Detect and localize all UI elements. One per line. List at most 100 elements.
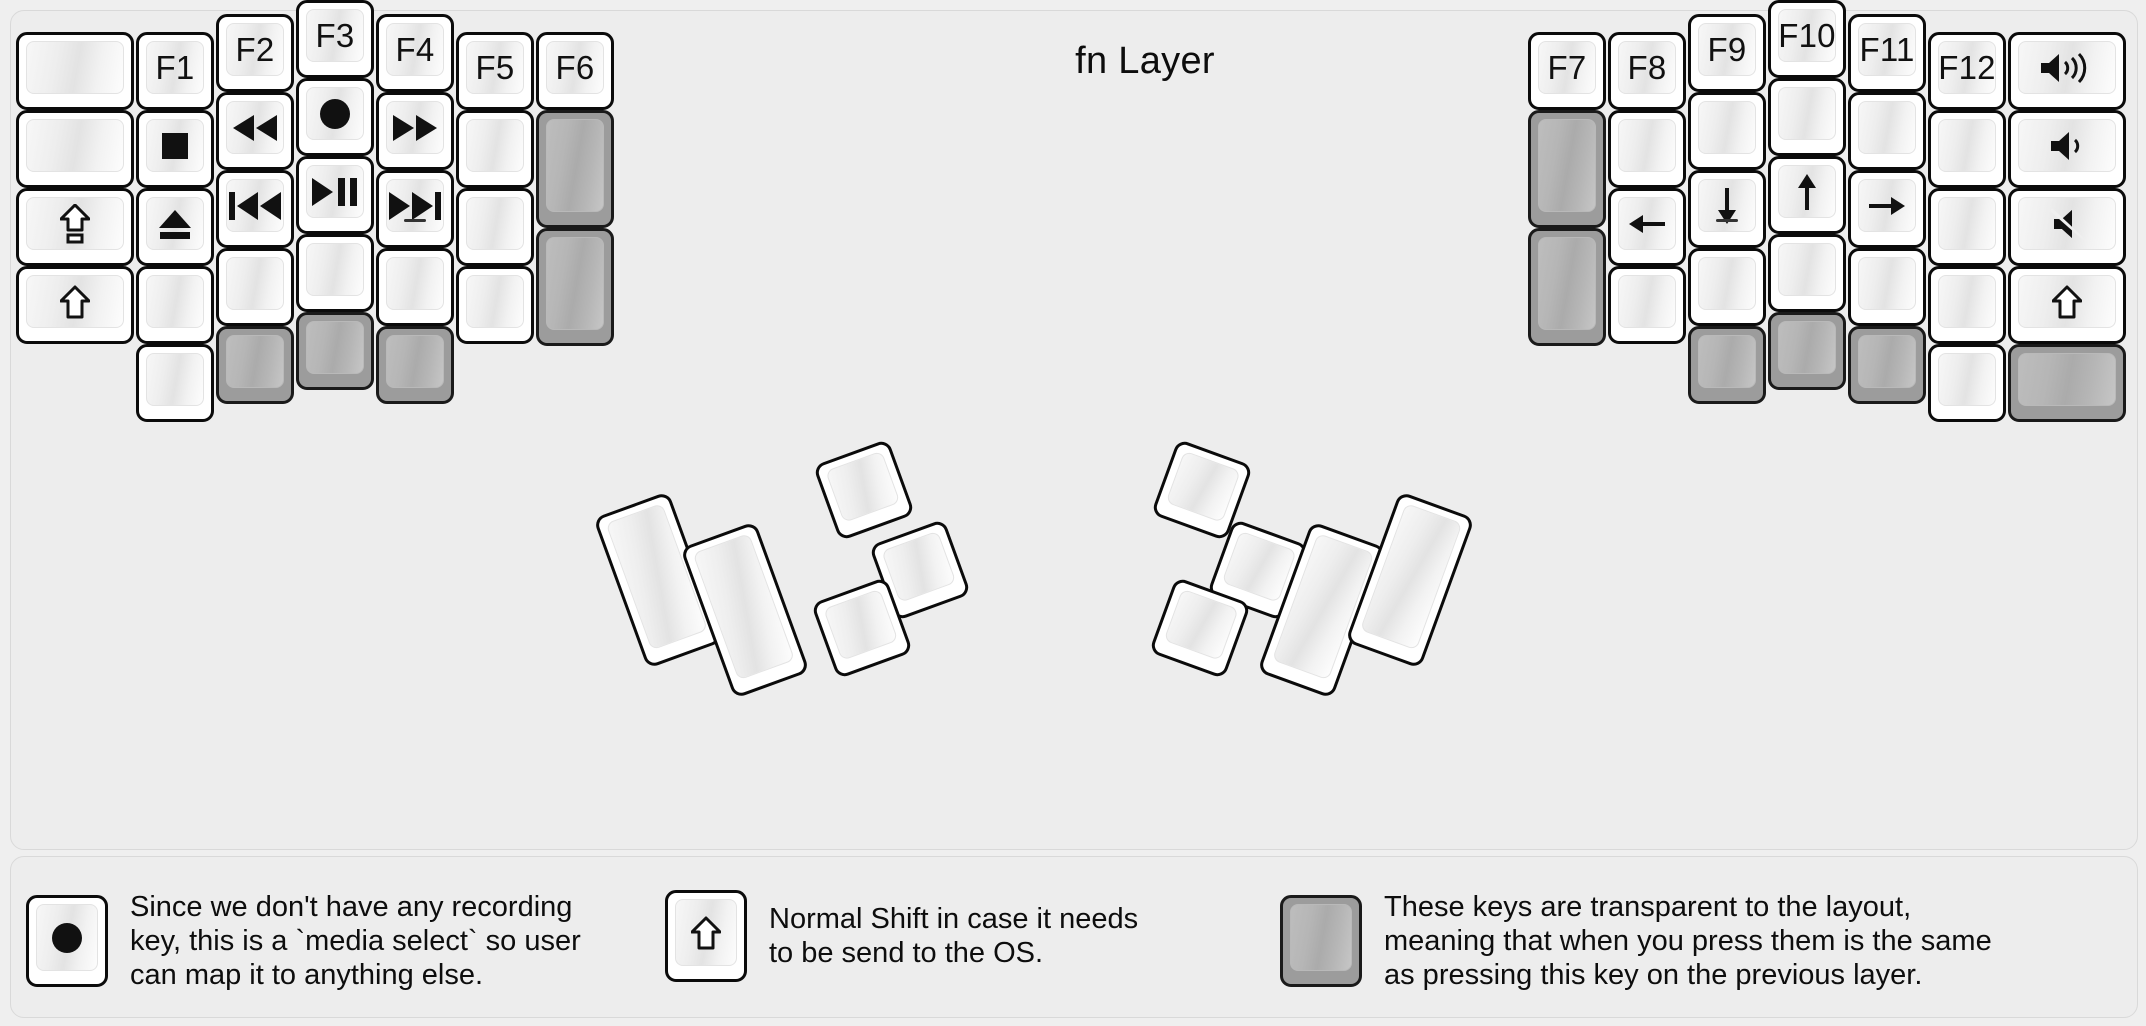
left-key-pinky-1[interactable]: F1	[136, 32, 214, 110]
left-key-pinky-4[interactable]	[136, 266, 214, 344]
left-key-index-3[interactable]	[376, 170, 454, 248]
left-key-index-5[interactable]	[376, 326, 454, 404]
keycap-face	[675, 899, 737, 966]
right-key-ring-5[interactable]	[1848, 326, 1926, 404]
legend-key-1[interactable]	[26, 895, 108, 988]
left-key-ring-3[interactable]	[216, 170, 294, 248]
right-key-ring-4[interactable]	[1848, 248, 1926, 326]
right-key-index-inner-4[interactable]	[1608, 266, 1686, 344]
keycap-face: F5	[466, 41, 524, 94]
keycap-face	[226, 179, 284, 232]
left-key-index-4[interactable]	[376, 248, 454, 326]
left-key-ring-5[interactable]	[216, 326, 294, 404]
left-key-inner-extra-3[interactable]	[536, 228, 614, 346]
right-key-pinky-outer-4[interactable]	[2008, 266, 2126, 344]
right-key-index-inner-3[interactable]	[1608, 188, 1686, 266]
left-key-ring-1[interactable]: F2	[216, 14, 294, 92]
left-key-middle-1[interactable]: F3	[296, 0, 374, 78]
left-key-pinky-outer-1[interactable]	[16, 32, 134, 110]
right-key-middle-5[interactable]	[1768, 312, 1846, 390]
left-key-index-inner-1[interactable]: F5	[456, 32, 534, 110]
right-key-index-2[interactable]	[1688, 92, 1766, 170]
keycap-face	[1698, 257, 1756, 310]
left-key-pinky-outer-4[interactable]	[16, 266, 134, 344]
keycap-face	[1858, 257, 1916, 310]
keycap-face	[466, 119, 524, 172]
keycap-face: F10	[1778, 9, 1836, 62]
right-key-ring-3[interactable]	[1848, 170, 1926, 248]
right-key-pinky-2[interactable]	[1928, 110, 2006, 188]
right-key-pinky-3[interactable]	[1928, 188, 2006, 266]
left-key-pinky-outer-3[interactable]	[16, 188, 134, 266]
right-key-ring-2[interactable]	[1848, 92, 1926, 170]
right-key-middle-3[interactable]	[1768, 156, 1846, 234]
left-key-middle-5[interactable]	[296, 312, 374, 390]
page-title: fn Layer	[1075, 40, 1215, 82]
legend-key-2[interactable]	[665, 890, 747, 982]
right-key-inner-extra-3[interactable]	[1528, 228, 1606, 346]
right-key-index-1[interactable]: F9	[1688, 14, 1766, 92]
right-key-pinky-4[interactable]	[1928, 266, 2006, 344]
rewind-icon	[233, 114, 277, 141]
key-label: F9	[1707, 31, 1747, 68]
homing-bar	[1716, 219, 1738, 222]
keycap-face	[386, 335, 444, 388]
keycap-face: F12	[1938, 41, 1996, 94]
right-key-pinky-5[interactable]	[1928, 344, 2006, 422]
keycap-face	[1698, 101, 1756, 154]
left-key-index-1[interactable]: F4	[376, 14, 454, 92]
key-label: F7	[1547, 49, 1587, 86]
legend-key-3[interactable]	[1280, 895, 1362, 988]
keycap-face	[2018, 119, 2116, 172]
right-key-pinky-1[interactable]: F12	[1928, 32, 2006, 110]
left-key-middle-4[interactable]	[296, 234, 374, 312]
legend-text-2: Normal Shift in case it needs to be send…	[769, 902, 1139, 969]
arrow-down-icon	[1712, 186, 1742, 226]
right-key-inner-extra-2[interactable]	[1528, 110, 1606, 228]
key-label: F2	[235, 31, 275, 68]
keycap-face: F7	[1538, 41, 1596, 94]
keycap-face	[146, 197, 204, 250]
keycap-face	[1538, 237, 1596, 330]
prev-track-icon	[229, 191, 281, 220]
right-key-middle-2[interactable]	[1768, 78, 1846, 156]
left-key-middle-2[interactable]	[296, 78, 374, 156]
next-track-icon	[389, 191, 441, 220]
left-key-index-2[interactable]	[376, 92, 454, 170]
left-key-index-inner-2[interactable]	[456, 110, 534, 188]
left-key-inner-extra-1[interactable]: F6	[536, 32, 614, 110]
keycap-face	[466, 275, 524, 328]
right-key-index-4[interactable]	[1688, 248, 1766, 326]
right-key-middle-1[interactable]: F10	[1768, 0, 1846, 78]
eject-icon	[157, 208, 193, 240]
left-key-index-inner-3[interactable]	[456, 188, 534, 266]
key-label: F1	[155, 49, 195, 86]
left-key-middle-3[interactable]	[296, 156, 374, 234]
left-key-pinky-3[interactable]	[136, 188, 214, 266]
right-key-ring-1[interactable]: F11	[1848, 14, 1926, 92]
right-key-index-5[interactable]	[1688, 326, 1766, 404]
left-key-pinky-2[interactable]	[136, 110, 214, 188]
right-key-index-3[interactable]	[1688, 170, 1766, 248]
right-key-pinky-outer-3[interactable]	[2008, 188, 2126, 266]
keycap-face	[2018, 41, 2116, 94]
right-key-middle-4[interactable]	[1768, 234, 1846, 312]
left-key-index-inner-4[interactable]	[456, 266, 534, 344]
left-key-pinky-outer-2[interactable]	[16, 110, 134, 188]
volume-down-icon	[2049, 129, 2085, 163]
left-key-ring-2[interactable]	[216, 92, 294, 170]
right-key-index-inner-2[interactable]	[1608, 110, 1686, 188]
keycap-face: F2	[226, 23, 284, 76]
keycap-face	[1538, 119, 1596, 212]
left-key-inner-extra-2[interactable]	[536, 110, 614, 228]
left-key-pinky-5[interactable]	[136, 344, 214, 422]
keycap-face	[1938, 353, 1996, 406]
keycap-face	[386, 101, 444, 154]
keycap-face	[1698, 335, 1756, 388]
right-key-inner-extra-1[interactable]: F7	[1528, 32, 1606, 110]
right-key-index-inner-1[interactable]: F8	[1608, 32, 1686, 110]
right-key-pinky-outer-1[interactable]	[2008, 32, 2126, 110]
right-key-pinky-outer-2[interactable]	[2008, 110, 2126, 188]
right-key-pinky-outer-5[interactable]	[2008, 344, 2126, 422]
left-key-ring-4[interactable]	[216, 248, 294, 326]
